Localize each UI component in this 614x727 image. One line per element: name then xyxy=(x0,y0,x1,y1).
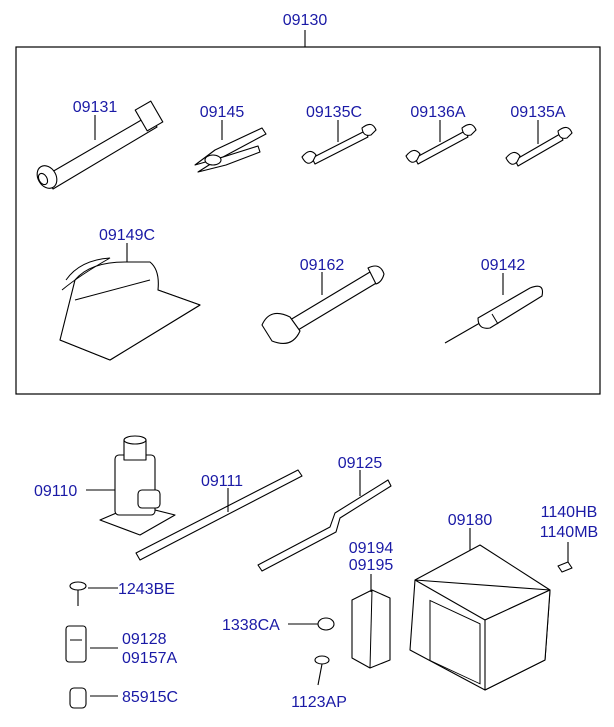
wrench-09135a xyxy=(505,120,573,167)
wrench-09136a xyxy=(405,120,477,165)
pliers xyxy=(194,120,267,173)
cap-85915c xyxy=(69,687,118,709)
bracket xyxy=(351,574,391,669)
adjustable-wrench xyxy=(261,265,385,344)
label-09157a[interactable]: 09157A xyxy=(122,650,177,667)
bolt-1140 xyxy=(557,542,573,573)
label-09145[interactable]: 09145 xyxy=(200,104,245,121)
label-1338ca[interactable]: 1338CA xyxy=(222,617,280,634)
wrench-09135c xyxy=(301,120,377,165)
jack-handle xyxy=(135,469,303,561)
screw-1243be xyxy=(69,581,118,606)
label-1140mb[interactable]: 1140MB xyxy=(540,524,598,541)
label-1123ap[interactable]: 1123AP xyxy=(291,694,347,711)
tool-bag xyxy=(59,243,201,361)
nut xyxy=(288,617,335,631)
label-09162[interactable]: 09162 xyxy=(300,257,345,274)
label-09149c[interactable]: 09149C xyxy=(99,227,155,244)
lug-wrench xyxy=(36,100,164,190)
extension-bar xyxy=(257,470,392,572)
bolt-1123ap xyxy=(314,655,330,686)
label-09111[interactable]: 09111 xyxy=(201,473,243,490)
label-09136a[interactable]: 09136A xyxy=(410,104,465,121)
label-1140hb[interactable]: 1140HB xyxy=(541,504,598,521)
label-09110[interactable]: 09110 xyxy=(34,483,77,500)
label-09180[interactable]: 09180 xyxy=(448,512,493,529)
group-label[interactable]: 09130 xyxy=(283,12,328,29)
label-1243be[interactable]: 1243BE xyxy=(118,581,175,598)
label-09194[interactable]: 09194 xyxy=(349,540,394,557)
label-09125[interactable]: 09125 xyxy=(338,455,383,472)
clip xyxy=(65,625,118,663)
label-85915c[interactable]: 85915C xyxy=(122,689,178,706)
tool-box xyxy=(409,528,551,691)
label-09128[interactable]: 09128 xyxy=(122,631,167,648)
screwdriver xyxy=(444,273,544,344)
label-09135c[interactable]: 09135C xyxy=(306,104,362,121)
label-09195[interactable]: 09195 xyxy=(349,557,394,574)
label-09135a[interactable]: 09135A xyxy=(510,104,565,121)
bottle-jack xyxy=(86,435,176,536)
label-09131[interactable]: 09131 xyxy=(73,99,118,116)
label-09142[interactable]: 09142 xyxy=(481,257,526,274)
tool-kit-group-frame xyxy=(15,46,601,395)
